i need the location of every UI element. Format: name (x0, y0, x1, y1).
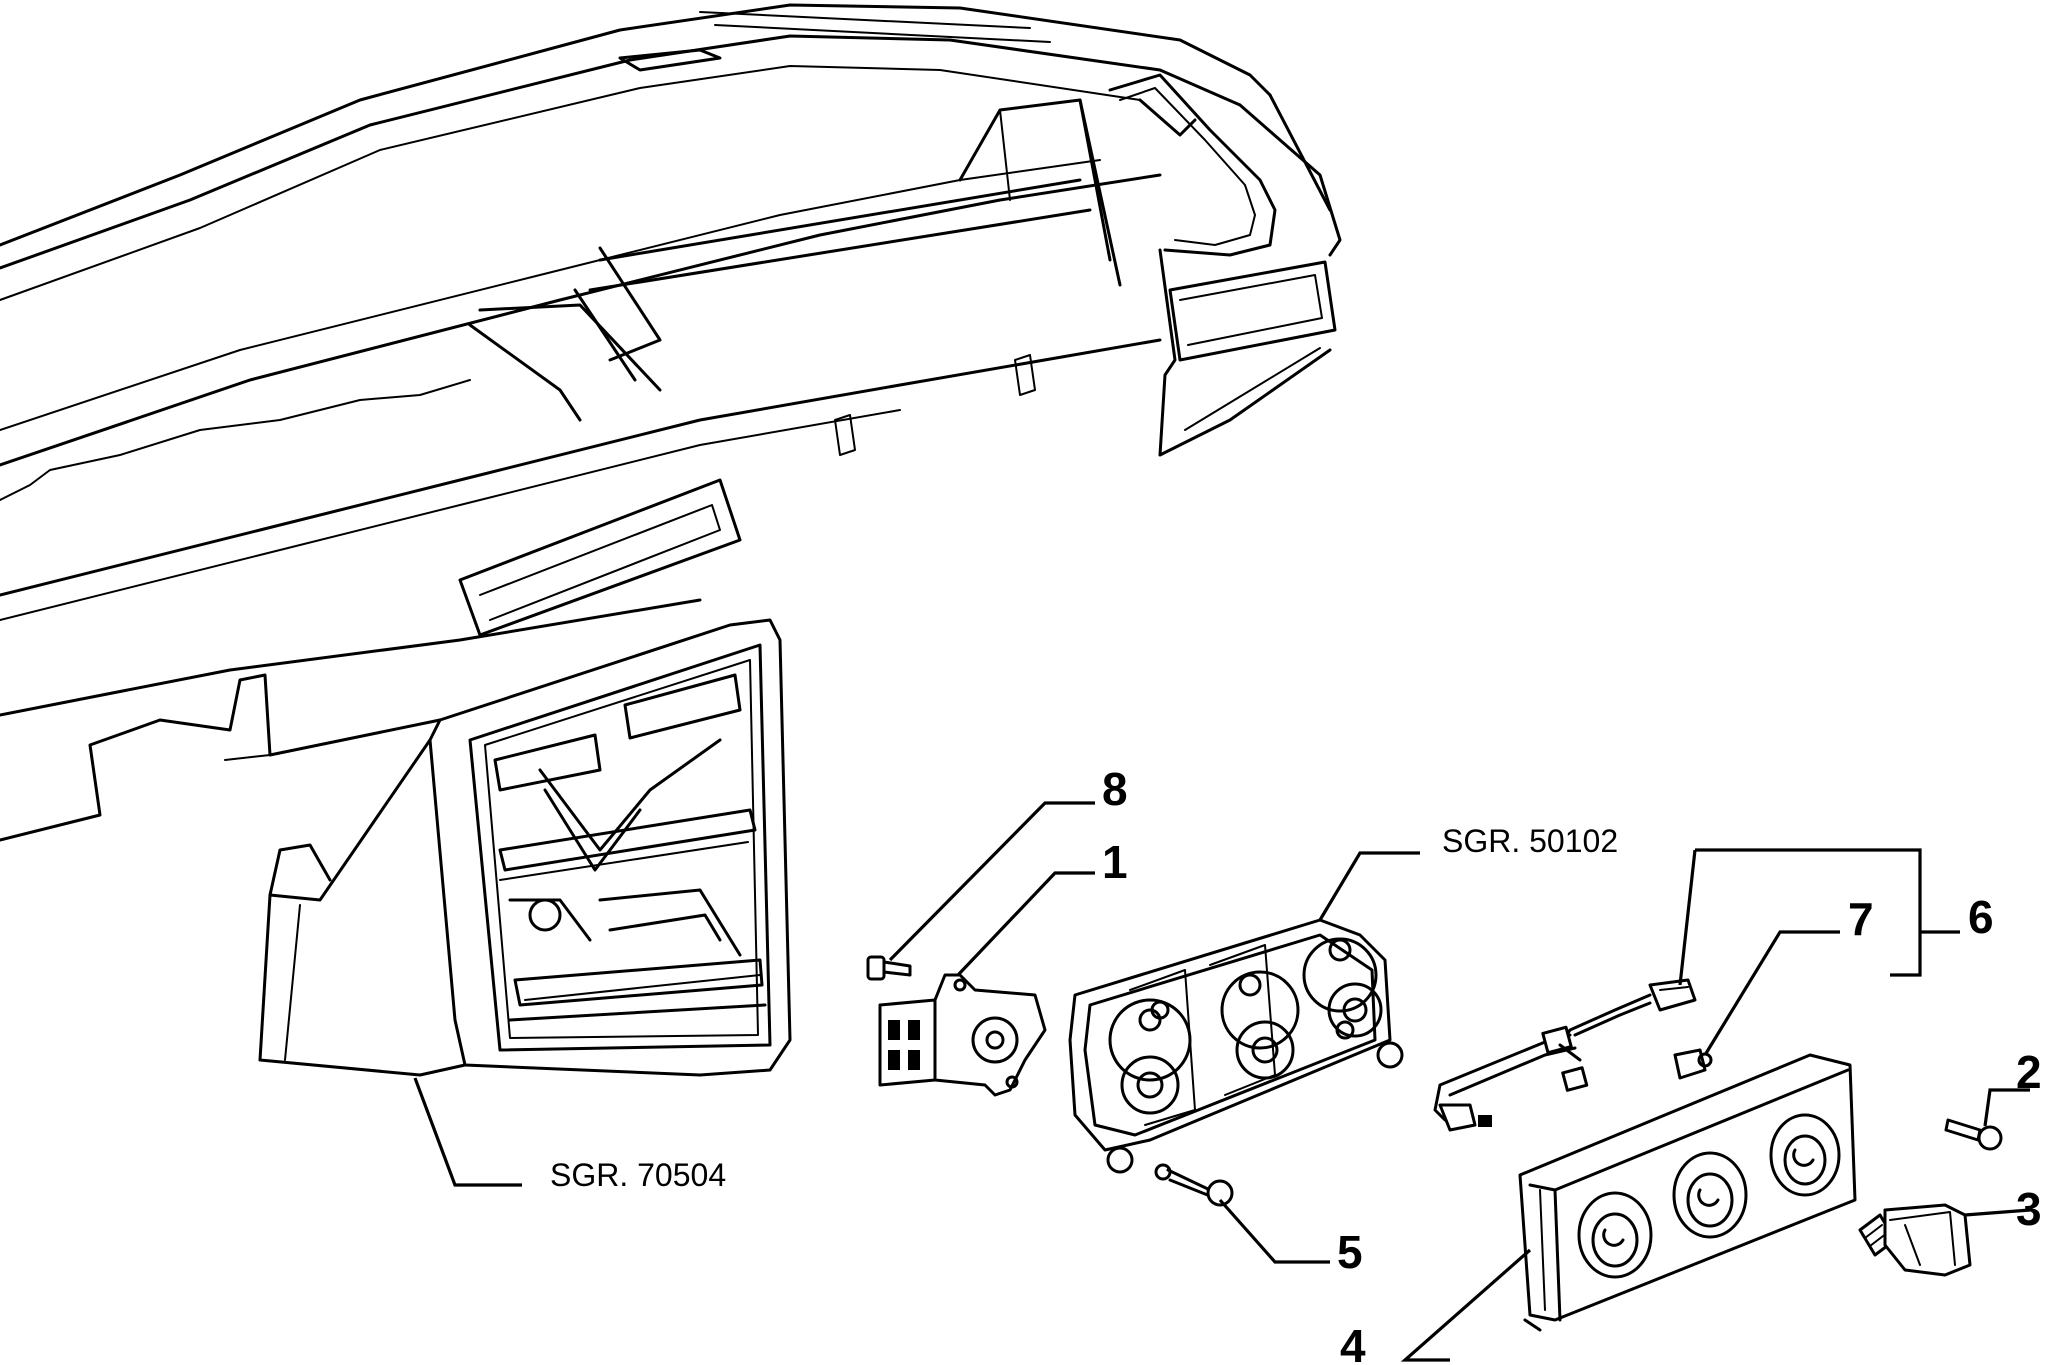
callout-8: 8 (1102, 763, 1128, 815)
part-2-screw (1944, 1118, 2003, 1151)
callout-5: 5 (1337, 1226, 1363, 1278)
part-4-front-panel (1518, 1053, 1857, 1332)
part-8-screw (866, 955, 912, 981)
leader-lines (413, 801, 2031, 1362)
dashboard-drawing (0, 3, 1342, 842)
part-3-knob (1858, 1203, 1972, 1277)
callout-2: 2 (2016, 1046, 2042, 1098)
part-1-switch (878, 973, 1047, 1097)
callout-7: 7 (1848, 893, 1874, 945)
reference-heater-panel: SGR. 50102 (1442, 823, 1618, 859)
part-6-harness (1433, 978, 1697, 1132)
part-5-screw (1154, 1163, 1234, 1207)
callout-4: 4 (1340, 1320, 1366, 1365)
console-frame-drawing (258, 618, 792, 1077)
heater-control-panel-drawing (1068, 918, 1404, 1174)
reference-console-frame: SGR. 70504 (550, 1157, 726, 1193)
callout-1: 1 (1102, 836, 1128, 888)
callout-3: 3 (2016, 1183, 2042, 1235)
callout-6: 6 (1968, 891, 1994, 943)
